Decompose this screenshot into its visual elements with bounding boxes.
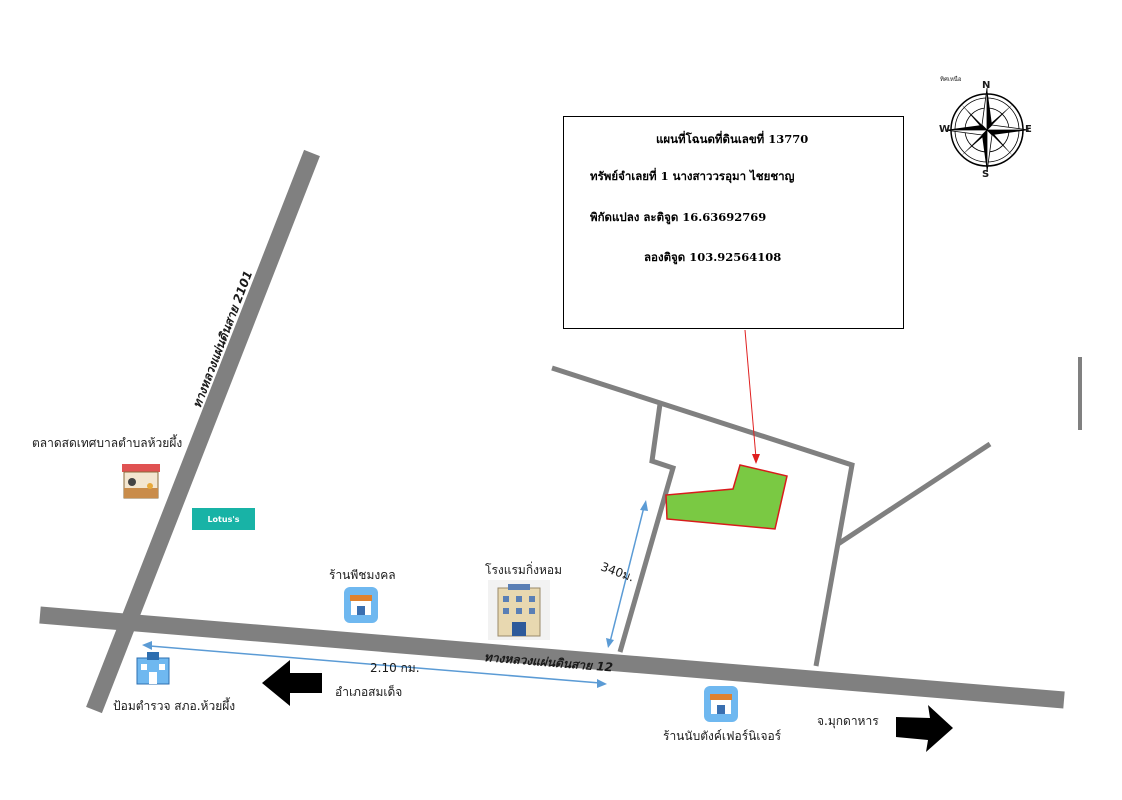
- police-label: ป้อมตำรวจ สภอ.ห้วยผึ้ง: [113, 699, 236, 713]
- pointer-arrowhead: [752, 454, 760, 464]
- compass-s: S: [982, 169, 990, 180]
- market-stall-icon: [122, 464, 160, 499]
- dim-arrowhead-left: [142, 641, 152, 650]
- owner-line: ทรัพย์จำเลยที่ 1 นางสาววรอุมา ไชยชาญ: [590, 169, 795, 183]
- lane-boundary: [551, 365, 855, 667]
- dim-line-340: [609, 506, 645, 643]
- west-arrow-icon: [262, 660, 322, 706]
- dim-line-210: [149, 645, 601, 684]
- compass-w: W: [939, 124, 951, 135]
- dim-arrowhead-bottom: [606, 638, 614, 648]
- market-label: ตลาดสดเทศบาลตำบลห้วยผึ้ง: [32, 436, 183, 450]
- east-arrow-icon: [896, 705, 953, 752]
- lotus-logo: Lotus's: [192, 508, 255, 530]
- longitude-line: ลองติจูด 103.92564108: [644, 250, 782, 264]
- land-plot[interactable]: [665, 464, 788, 530]
- road-12: [39, 606, 1065, 709]
- distance-210-label: 2.10 กม.: [370, 661, 420, 675]
- furniture-shop-icon: [704, 686, 738, 722]
- compass-rose-icon: [944, 87, 1030, 173]
- police-station-icon: [136, 652, 170, 685]
- compass-caption: ทิศเหนือ: [940, 76, 962, 83]
- plot-info-box: แผนที่โฉนดที่ดินเลขที่ 13770 ทรัพย์จำเลย…: [563, 116, 904, 329]
- dim-arrowhead-top: [640, 500, 648, 511]
- west-direction-label: อำเภอสมเด็จ: [335, 685, 403, 699]
- compass-n: N: [982, 80, 991, 91]
- shop-pheesamongkol-label: ร้านพีชมงคล: [329, 568, 396, 582]
- shop-icon: [344, 587, 378, 623]
- compass-e: E: [1025, 124, 1032, 135]
- hotel-icon: [488, 580, 550, 640]
- lane-access: [617, 403, 677, 653]
- furniture-label: ร้านนับตังค์เฟอร์นิเจอร์: [663, 729, 782, 743]
- east-direction-label: จ.มุกดาหาร: [817, 714, 879, 728]
- dim-arrowhead-right: [597, 679, 607, 688]
- pointer-line: [744, 329, 757, 459]
- hotel-label: โรงแรมกิ่งหอม: [485, 563, 562, 577]
- lotus-logo-text: Lotus's: [207, 514, 240, 524]
- latitude-line: พิกัดแปลง ละติจูด 16.63692769: [590, 210, 767, 224]
- lane-northeast: [836, 441, 992, 547]
- deed-number: แผนที่โฉนดที่ดินเลขที่ 13770: [656, 132, 809, 146]
